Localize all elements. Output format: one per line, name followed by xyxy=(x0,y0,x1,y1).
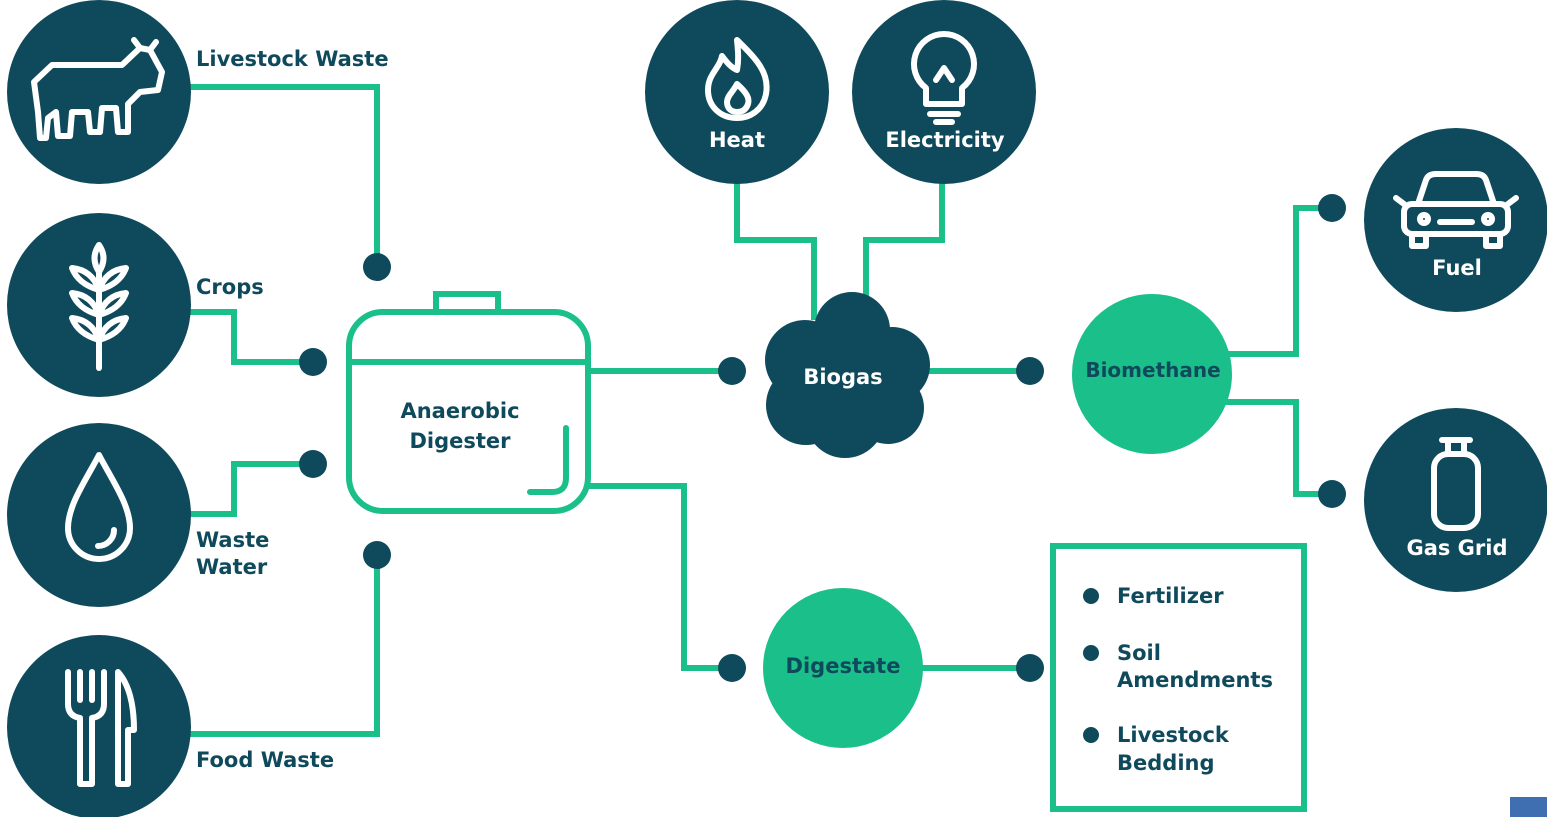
node-circle xyxy=(7,635,191,817)
dot-livestock xyxy=(363,253,391,281)
line-biomethane-to-gasgrid xyxy=(1225,399,1332,497)
output-gas-grid: Gas Grid xyxy=(1364,408,1547,592)
bullet xyxy=(1083,645,1099,661)
car-icon xyxy=(1393,171,1519,249)
output-fuel: Fuel xyxy=(1364,128,1547,312)
flame-icon xyxy=(705,37,770,121)
input-food-waste: Food Waste xyxy=(7,635,334,817)
line-electricity-to-biogas xyxy=(863,183,945,310)
node-circle xyxy=(645,0,829,184)
waste-water-label-line2: Water xyxy=(196,555,268,579)
product-soil-line2: Amendments xyxy=(1117,668,1273,692)
corner-tab xyxy=(1510,797,1547,817)
dot-crops xyxy=(299,348,327,376)
node-circle xyxy=(763,588,923,748)
electricity-label: Electricity xyxy=(885,128,1005,152)
line-food-to-digester xyxy=(190,556,380,737)
biogas-label: Biogas xyxy=(803,365,882,389)
digester-label-line2: Digester xyxy=(409,429,511,453)
cloud-part xyxy=(795,325,895,425)
dot-fuel xyxy=(1318,194,1346,222)
dot-gas-grid xyxy=(1318,480,1346,508)
digester-label-line1: Anaerobic xyxy=(400,399,519,423)
product-fertilizer: Fertilizer xyxy=(1117,584,1224,608)
line-digester-to-digestate xyxy=(588,483,732,671)
line-biomethane-to-fuel xyxy=(1225,205,1332,357)
connector-lines xyxy=(190,84,1332,737)
product-soil-line1: Soil xyxy=(1117,641,1161,665)
digester-gauge xyxy=(527,425,569,495)
gas-cylinder-icon xyxy=(1431,437,1481,531)
digestate-products-box: Fertilizer Soil Amendments Livestock Bed… xyxy=(1050,543,1307,812)
waste-water-label-line1: Waste xyxy=(196,528,269,552)
node-circle xyxy=(7,423,191,607)
product-bedding-line2: Bedding xyxy=(1117,751,1215,775)
biogas-node: Biogas xyxy=(765,292,930,458)
bullet xyxy=(1083,727,1099,743)
bullet xyxy=(1083,588,1099,604)
dot-food xyxy=(363,541,391,569)
node-circle xyxy=(852,0,1036,184)
livestock-waste-label: Livestock Waste xyxy=(196,47,389,71)
node-circle xyxy=(1364,408,1547,592)
line-livestock-to-digester xyxy=(190,84,380,265)
product-bedding-line1: Livestock xyxy=(1117,723,1230,747)
gas-grid-label: Gas Grid xyxy=(1406,536,1507,560)
food-waste-label: Food Waste xyxy=(196,748,334,772)
water-drop-icon xyxy=(65,452,133,562)
node-circle xyxy=(1072,294,1232,454)
input-waste-water: Waste Water xyxy=(7,423,269,607)
connector-dots xyxy=(299,194,1346,682)
line-water-to-digester xyxy=(190,461,313,517)
dot-water xyxy=(299,450,327,478)
line-crops-to-digester xyxy=(190,309,313,365)
fuel-label: Fuel xyxy=(1432,256,1482,280)
use-heat: Heat xyxy=(645,0,829,184)
digestate-node: Digestate xyxy=(763,588,923,748)
heat-label: Heat xyxy=(709,128,765,152)
use-electricity: Electricity xyxy=(852,0,1036,184)
biomethane-label: Biomethane xyxy=(1085,358,1220,382)
digestate-label: Digestate xyxy=(786,654,901,678)
cow-icon xyxy=(31,37,165,141)
dot-digestate-in xyxy=(718,654,746,682)
crops-label: Crops xyxy=(196,275,264,299)
lightbulb-icon xyxy=(911,31,977,125)
dot-products-in xyxy=(1016,654,1044,682)
dot-biogas-in xyxy=(718,357,746,385)
line-heat-to-biogas xyxy=(734,180,817,320)
dot-biomethane-in xyxy=(1016,357,1044,385)
biomethane-node: Biomethane xyxy=(1072,294,1232,454)
input-livestock-waste: Livestock Waste xyxy=(7,0,389,184)
wheat-icon xyxy=(69,242,129,371)
fork-knife-icon xyxy=(65,669,137,787)
input-crops: Crops xyxy=(7,213,264,397)
anaerobic-digester: Anaerobic Digester xyxy=(346,291,591,514)
